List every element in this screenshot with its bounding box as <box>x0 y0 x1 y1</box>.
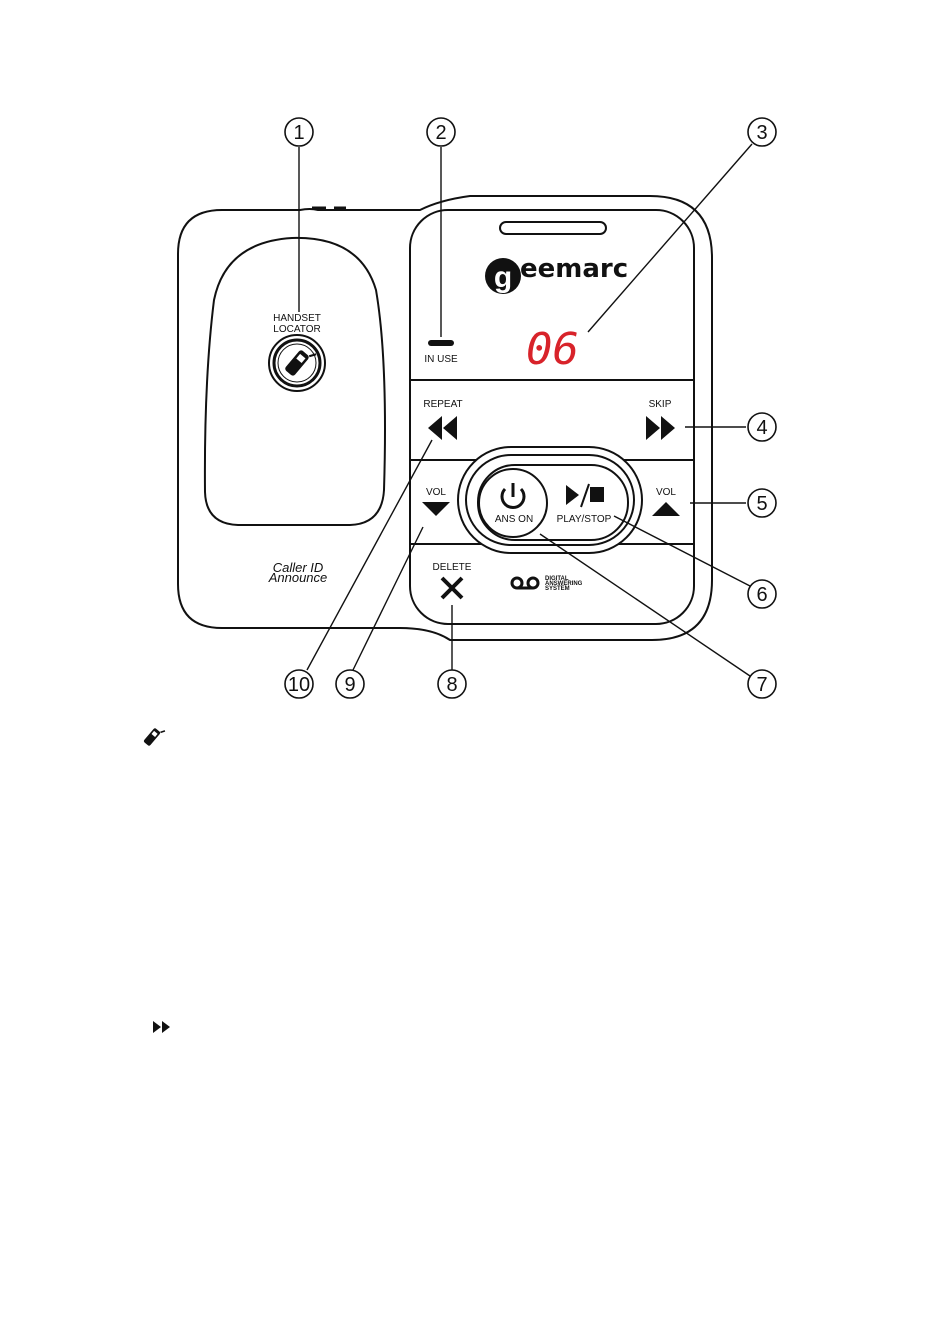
ans-on-label: ANS ON <box>495 514 533 525</box>
close-icon <box>442 578 462 598</box>
fast-forward-icon <box>153 1021 170 1033</box>
vol-up-button[interactable] <box>652 502 680 516</box>
das-label-3: SYSTEM <box>545 586 570 592</box>
callout-3: 3 <box>748 118 776 146</box>
callout-6: 6 <box>748 580 776 608</box>
triangle-up-icon <box>652 502 680 516</box>
rewind-icon <box>428 416 457 440</box>
callout-8: 8 <box>438 670 466 698</box>
base-body-outline <box>178 196 712 640</box>
in-use-led <box>428 340 454 346</box>
svg-text:7: 7 <box>756 674 767 696</box>
handset-locator-button[interactable] <box>269 335 325 391</box>
geemarc-logo: g eemarc <box>485 254 628 294</box>
callout-4: 4 <box>748 413 776 441</box>
handset-icon <box>143 724 165 747</box>
in-use-label: IN USE <box>424 354 458 365</box>
callout-7: 7 <box>748 670 776 698</box>
svg-text:2: 2 <box>435 122 446 144</box>
svg-text:9: 9 <box>344 674 355 696</box>
callout-2: 2 <box>427 118 455 146</box>
handset-locator-label-2: LOCATOR <box>273 324 320 335</box>
svg-text:1: 1 <box>293 122 304 144</box>
logo-initial: g <box>494 261 512 294</box>
vol-up-label: VOL <box>656 487 676 498</box>
callout-9: 9 <box>336 670 364 698</box>
skip-button[interactable] <box>646 416 675 440</box>
play-stop-label: PLAY/STOP <box>557 514 612 525</box>
svg-text:4: 4 <box>756 417 767 439</box>
callout-5: 5 <box>748 489 776 517</box>
triangle-down-icon <box>422 502 450 516</box>
speaker-slot <box>500 222 606 234</box>
svg-text:3: 3 <box>756 122 767 144</box>
fast-forward-icon <box>646 416 675 440</box>
message-counter-display: 06 <box>526 324 579 375</box>
vol-down-label: VOL <box>426 487 446 498</box>
brand-name: eemarc <box>520 254 628 284</box>
callout-1: 1 <box>285 118 313 146</box>
svg-text:6: 6 <box>756 584 767 606</box>
caller-id-label-2: Announce <box>268 570 328 585</box>
ans-on-button[interactable]: ANS ON <box>479 469 547 537</box>
repeat-button[interactable] <box>428 416 457 440</box>
svg-text:10: 10 <box>288 674 310 696</box>
svg-text:8: 8 <box>446 674 457 696</box>
handset-locator-label-1: HANDSET <box>273 313 321 324</box>
repeat-label: REPEAT <box>423 399 462 410</box>
vol-down-button[interactable] <box>422 502 450 516</box>
delete-button[interactable] <box>442 578 462 598</box>
svg-text:5: 5 <box>756 493 767 515</box>
callout-10: 10 <box>285 670 313 698</box>
delete-label: DELETE <box>433 562 472 573</box>
tape-icon <box>512 578 538 588</box>
skip-label: SKIP <box>649 399 672 410</box>
